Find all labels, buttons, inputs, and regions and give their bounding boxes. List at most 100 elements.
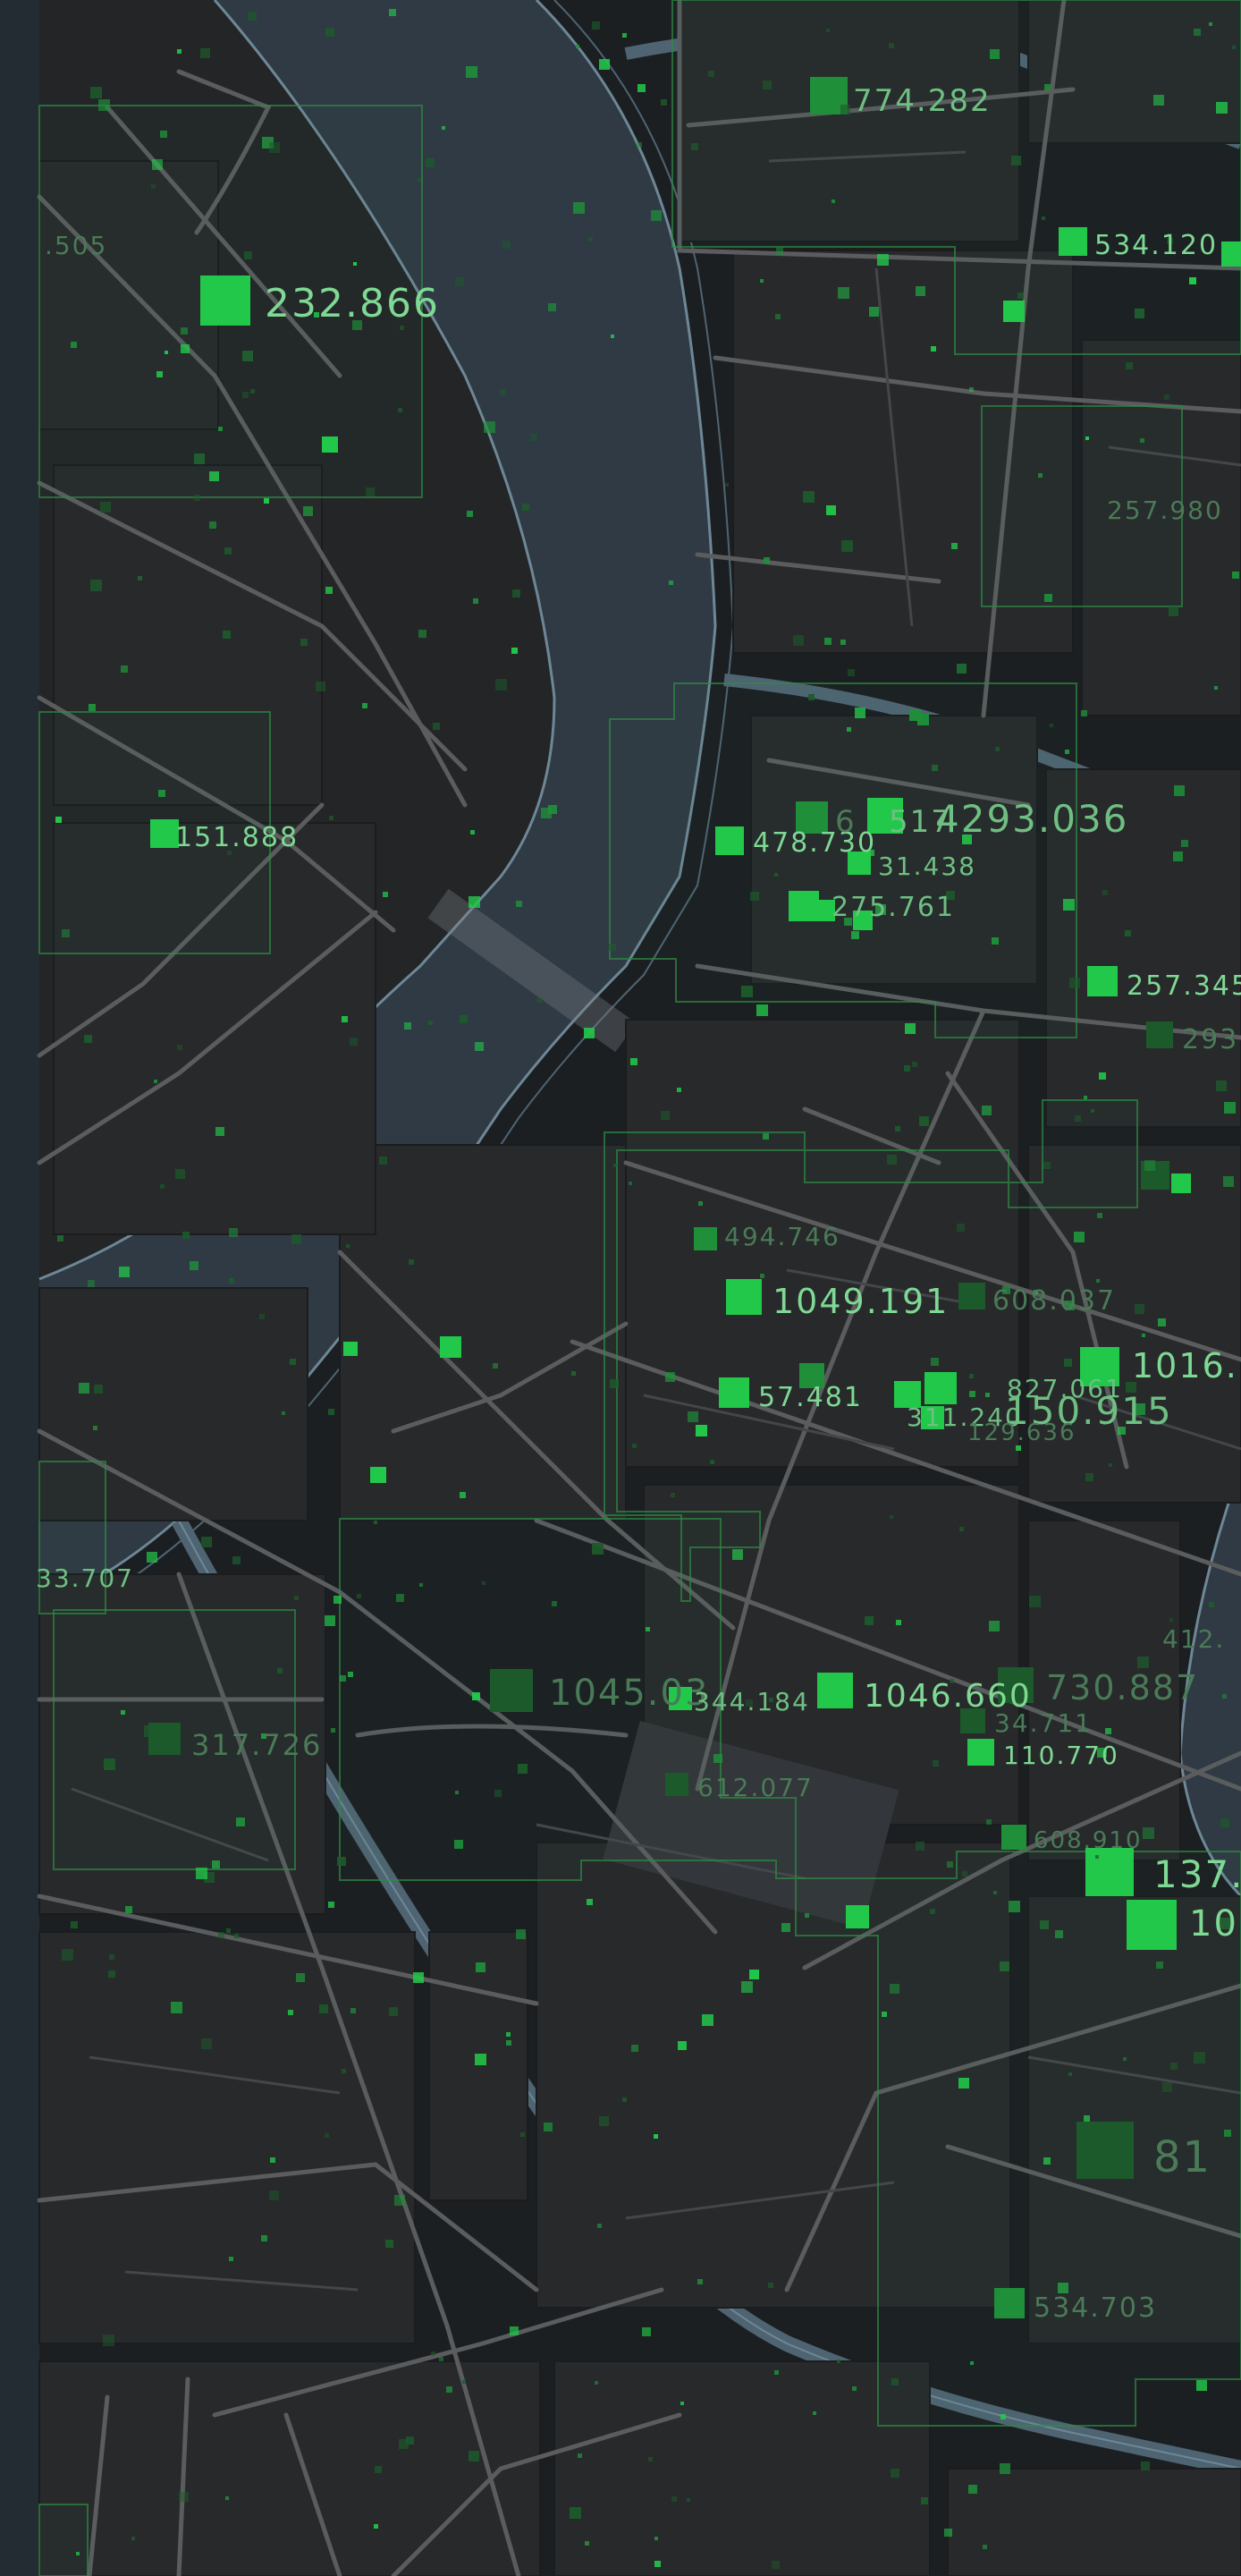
data-point-dot [587, 1899, 593, 1905]
data-point-dot [576, 45, 579, 48]
data-point-dot [227, 851, 232, 855]
data-point-dot [1055, 1930, 1063, 1938]
data-point-dot [768, 2283, 773, 2288]
data-point-dot [1189, 277, 1196, 284]
data-point-marker [817, 1673, 853, 1708]
data-point-dot [319, 2004, 328, 2013]
data-point-dot [708, 71, 714, 77]
data-point-marker [694, 1227, 717, 1250]
data-point-dot [1174, 785, 1185, 796]
data-point-marker [1221, 242, 1241, 267]
data-point-dot [710, 1460, 714, 1464]
data-point-dot [776, 248, 783, 255]
data-point-dot [160, 131, 167, 138]
data-point-dot [1143, 1827, 1154, 1839]
data-point-dot [760, 279, 764, 283]
data-point-dot [702, 2014, 713, 2026]
data-point-dot [993, 1891, 997, 1894]
data-point-dot [1224, 1102, 1236, 1114]
data-point-dot [1075, 1115, 1081, 1122]
data-point-dot [406, 2436, 414, 2445]
data-point-marker [921, 1406, 944, 1429]
data-point-dot [678, 2041, 687, 2050]
bridge [427, 888, 637, 1053]
data-point-dot [962, 835, 972, 844]
map-label: 311.240 [907, 1402, 1023, 1432]
data-point-dot [223, 631, 231, 639]
data-point-dot [654, 2561, 661, 2567]
data-point-dot [890, 1984, 899, 1994]
data-point-dot [1064, 1359, 1072, 1367]
data-point-dot [537, 998, 542, 1003]
map-label: 33.707 [36, 1563, 134, 1593]
data-point-dot [212, 1860, 220, 1868]
data-point-dot [108, 1970, 115, 1978]
data-point-dot [428, 1021, 433, 1025]
data-point-dot [296, 1973, 305, 1982]
data-point-dot [1170, 2063, 1178, 2070]
data-point-dot [90, 580, 102, 591]
data-point-dot [1043, 1162, 1051, 1169]
map-label: 730.887 [1046, 1668, 1199, 1707]
data-point-dot [379, 1157, 387, 1165]
data-point-dot [781, 1923, 790, 1932]
data-point-dot [362, 703, 367, 708]
data-point-dot [932, 765, 938, 771]
data-point-dot [94, 1385, 103, 1394]
data-point-dot [62, 929, 70, 937]
data-point-dot [826, 29, 830, 32]
data-point-dot [325, 1615, 335, 1626]
map-label: 534.703 [1034, 2292, 1157, 2324]
data-point-dot [433, 723, 440, 730]
data-point-dot [592, 21, 600, 30]
data-point-dot [229, 2257, 233, 2261]
data-point-dot [1137, 1657, 1149, 1668]
data-point-dot [325, 2133, 329, 2138]
data-point-dot [648, 2457, 653, 2462]
data-point-dot [637, 84, 646, 92]
data-point-dot [340, 1675, 346, 1682]
data-point-dot [985, 1393, 990, 1397]
map-label: .505 [45, 231, 107, 260]
data-point-dot [1016, 1445, 1021, 1451]
data-point-dot [889, 43, 894, 48]
data-point-marker [814, 900, 835, 921]
data-point-marker [343, 1342, 358, 1356]
data-point-dot [1009, 1901, 1020, 1912]
data-point-dot [573, 202, 585, 214]
data-point-dot [1140, 438, 1144, 443]
data-point-marker [1059, 227, 1087, 256]
data-point-dot [1135, 309, 1144, 318]
data-point-dot [544, 2123, 553, 2131]
data-point-dot [1232, 572, 1239, 579]
data-point-dot [455, 277, 464, 286]
road-network [37, 0, 1241, 2576]
data-point-dot [840, 105, 850, 114]
data-point-marker [1087, 966, 1118, 996]
data-point-dot [512, 589, 520, 597]
data-point-dot [1085, 1473, 1093, 1481]
map-label: 478.730 [753, 827, 876, 859]
data-point-dot [1034, 1290, 1038, 1294]
map-label: 257.345 [1127, 970, 1241, 1002]
data-point-dot [109, 1954, 114, 1960]
data-point-marker [867, 798, 903, 834]
data-point-dot [1095, 1855, 1099, 1859]
data-point-dot [209, 471, 219, 481]
map-label: 257.980 [1107, 496, 1223, 525]
map-label: 31.438 [878, 852, 976, 881]
data-point-dot [460, 1492, 466, 1498]
map-label: 129.636 [967, 1419, 1076, 1446]
data-point-marker [665, 1773, 688, 1796]
data-point-dot [1220, 1818, 1229, 1827]
data-point-dot [1164, 394, 1169, 400]
data-point-dot [741, 1981, 753, 1993]
data-point-dot [642, 2327, 651, 2336]
data-point-dot [803, 491, 815, 503]
data-point-dot [677, 1088, 681, 1092]
data-point-dot [375, 2466, 382, 2473]
data-point-dot [1099, 1072, 1106, 1080]
data-point-dot [409, 1259, 414, 1265]
